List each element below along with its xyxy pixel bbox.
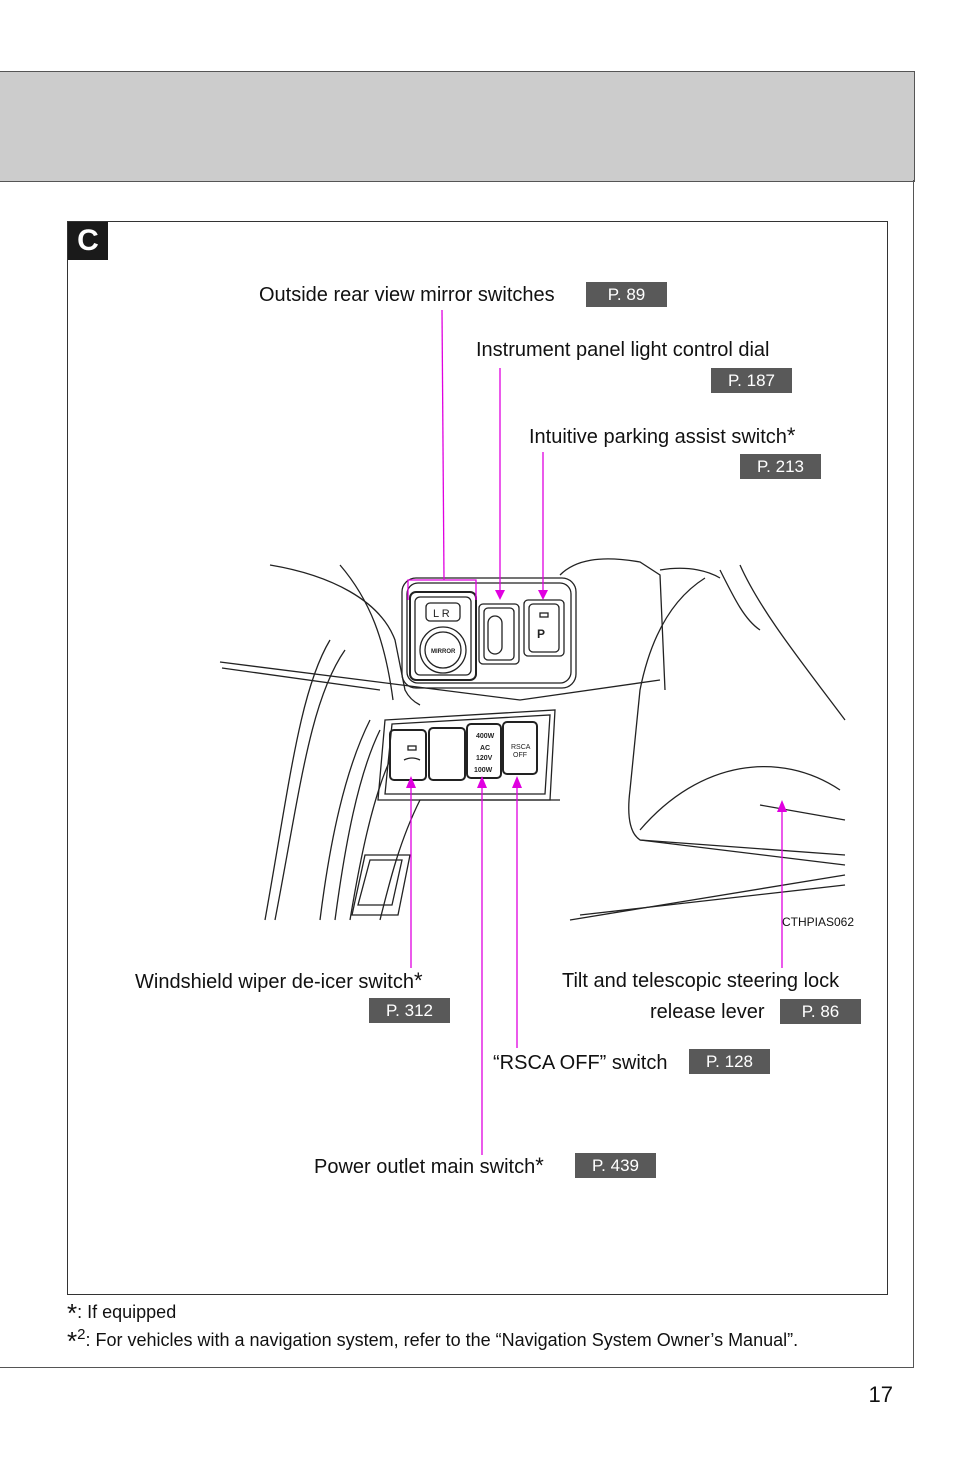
- footnote-if-equipped: *: If equipped: [67, 1298, 176, 1329]
- section-badge: C: [68, 222, 108, 260]
- outlet-text-3: 120V: [476, 755, 493, 762]
- parking-assist-label: Intuitive parking assist switch*: [529, 424, 795, 449]
- power-outlet-star: *: [535, 1153, 544, 1178]
- wiper-deicer-label: Windshield wiper de-icer switch*: [135, 969, 423, 994]
- footnote-superscript: 2: [77, 1326, 86, 1343]
- page-bottom-rule: [0, 1367, 914, 1368]
- image-code: CTHPIAS062: [782, 915, 855, 929]
- page-number: 17: [868, 1382, 893, 1407]
- footnote-mark: *: [67, 1326, 78, 1356]
- rsca-off-label: “RSCA OFF” switch: [493, 1052, 668, 1074]
- page-right-rule: [913, 180, 914, 1368]
- outlet-text-2: AC: [480, 745, 490, 752]
- illustration-panel: [67, 221, 888, 1295]
- mirror-lr-text: L R: [433, 608, 450, 620]
- wiper-deicer-ref: P. 312: [369, 998, 450, 1023]
- instrument-dial-label: Instrument panel light control dial: [476, 339, 770, 361]
- mirror-knob-text: MIRROR: [431, 649, 456, 655]
- parking-assist-ref: P. 213: [740, 454, 821, 479]
- footnote-mark: *: [67, 1298, 78, 1328]
- park-switch-text: P: [537, 627, 545, 641]
- mirror-switches-ref: P. 89: [586, 282, 667, 307]
- header-band: [0, 71, 915, 182]
- parking-assist-star: *: [786, 423, 796, 448]
- instrument-dial-ref: P. 187: [711, 368, 792, 393]
- outlet-text-4: 100W: [474, 767, 493, 774]
- footnote-navigation: *2: For vehicles with a navigation syste…: [67, 1326, 798, 1357]
- tilt-lever-ref: P. 86: [780, 999, 861, 1024]
- tilt-lever-label-1: Tilt and telescopic steering lock: [562, 970, 840, 992]
- footnote-text: : If equipped: [77, 1302, 177, 1322]
- wiper-deicer-text: Windshield wiper de-icer switch: [135, 971, 414, 993]
- outlet-text-1: 400W: [476, 733, 495, 740]
- power-outlet-text: Power outlet main switch: [314, 1156, 536, 1178]
- wiper-deicer-star: *: [413, 968, 423, 993]
- parking-assist-text: Intuitive parking assist switch: [529, 426, 787, 448]
- mirror-switches-label: Outside rear view mirror switches: [259, 284, 555, 306]
- tilt-lever-label-2: release lever: [650, 1001, 765, 1023]
- rsca-text-1: RSCA: [511, 744, 531, 751]
- power-outlet-label: Power outlet main switch*: [314, 1154, 544, 1179]
- footnote-text: : For vehicles with a navigation system,…: [85, 1330, 799, 1350]
- rsca-text-2: OFF: [513, 752, 527, 759]
- rsca-off-ref: P. 128: [689, 1049, 770, 1074]
- power-outlet-ref: P. 439: [575, 1153, 656, 1178]
